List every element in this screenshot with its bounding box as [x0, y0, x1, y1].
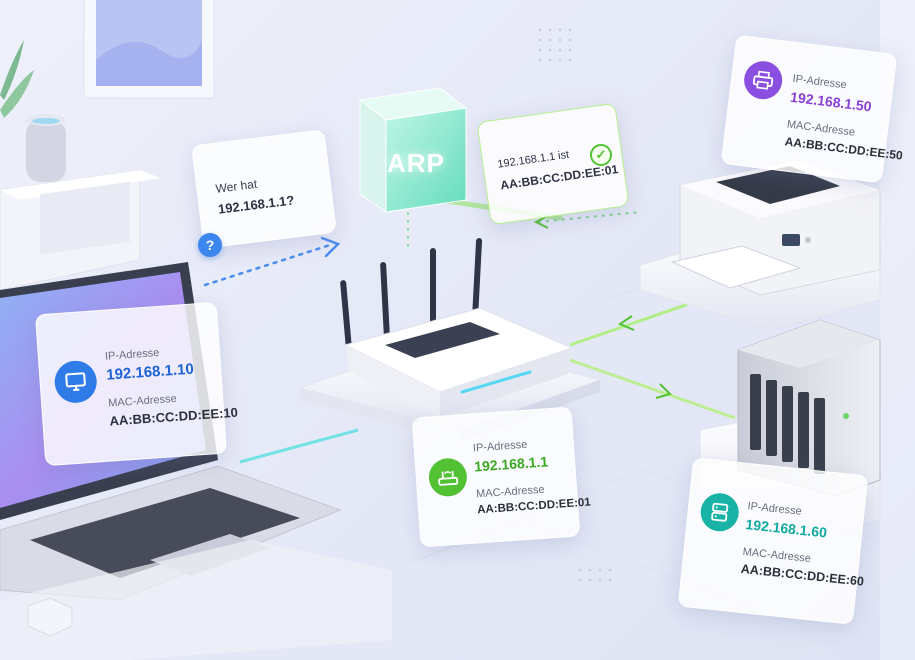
server-icon: [698, 491, 741, 534]
check-icon: ✓: [590, 144, 612, 166]
shelf: [0, 40, 160, 291]
printer-icon: [741, 59, 785, 102]
printer-device: [639, 159, 881, 331]
monitor-icon: [53, 359, 99, 405]
desk-surface: [0, 540, 392, 660]
nas-address-card: IP-Adresse 192.168.1.60 MAC-Adresse AA:B…: [677, 457, 869, 625]
router-icon: [427, 457, 469, 498]
wall-picture: [83, 0, 215, 99]
ip-value: 192.168.1.10: [105, 360, 195, 384]
mac-value: AA:BB:CC:DD:EE:01: [476, 496, 592, 517]
router-address-card: IP-Adresse 192.168.1.1 MAC-Adresse AA:BB…: [411, 406, 592, 548]
arp-cube: [358, 87, 468, 213]
dot-patterns: [538, 28, 612, 582]
ip-value: 192.168.1.1: [473, 453, 549, 475]
router-device: [340, 238, 574, 418]
sensor-puck: [27, 597, 73, 637]
arp-request-bubble: Wer hat 192.168.1.1?: [191, 129, 337, 249]
printer-address-card: IP-Adresse 192.168.1.50 MAC-Adresse AA:B…: [720, 34, 904, 184]
arp-label: ARP: [387, 148, 445, 178]
question-icon: ?: [198, 233, 222, 257]
mac-value: AA:BB:CC:DD:EE:10: [109, 404, 239, 429]
laptop-address-card: IP-Adresse 192.168.1.10 MAC-Adresse AA:B…: [34, 301, 239, 467]
